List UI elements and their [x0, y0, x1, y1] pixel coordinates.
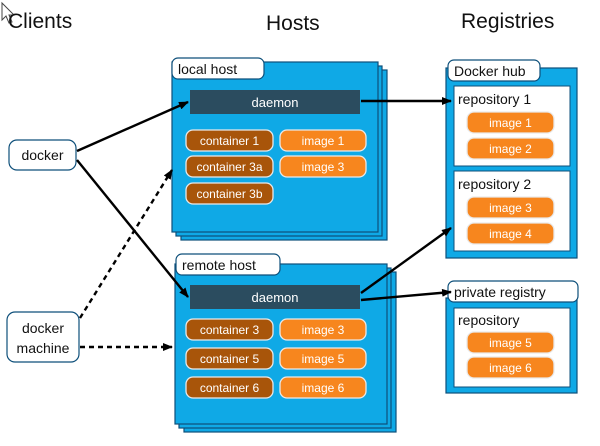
private-registry-label: private registry	[454, 284, 546, 300]
remote-container-6-label: container 6	[200, 381, 260, 395]
arrow-docker-to-local-daemon	[76, 100, 189, 153]
local-container-3a-label: container 3a	[196, 160, 262, 174]
local-image-1: image 1	[279, 129, 367, 152]
hub-image-1-label: image 1	[489, 116, 532, 130]
remote-image-3-label: image 3	[302, 323, 345, 337]
client-docker-machine-label-2: machine	[17, 340, 70, 356]
private-image-6-label: image 6	[489, 361, 532, 375]
client-docker-label: docker	[21, 147, 63, 163]
hub-image-3: image 3	[466, 196, 555, 219]
cursor-icon	[1, 1, 16, 24]
hub-image-4-label: image 4	[489, 227, 532, 241]
private-registry-label-tag: private registry	[447, 280, 579, 303]
local-container-1-label: container 1	[200, 134, 260, 148]
docker-hub-label-tag: Docker hub	[447, 59, 541, 82]
remote-image-3: image 3	[279, 318, 367, 341]
client-docker-machine: docker machine	[6, 311, 80, 363]
remote-container-3-label: container 3	[200, 323, 260, 337]
arrow-remote-daemon-to-private-registry	[360, 288, 452, 302]
local-daemon-label: daemon	[252, 95, 299, 110]
local-image-3-label: image 3	[302, 160, 345, 174]
client-docker: docker	[8, 139, 77, 171]
local-image-1-label: image 1	[302, 134, 345, 148]
private-image-6: image 6	[466, 356, 555, 379]
remote-container-5-label: container 5	[200, 352, 260, 366]
remote-daemon: daemon	[190, 285, 360, 309]
remote-image-5: image 5	[279, 347, 367, 370]
private-repository-label: repository	[458, 312, 519, 328]
local-container-1: container 1	[185, 129, 274, 152]
heading-hosts: Hosts	[266, 12, 320, 35]
repository-1-label: repository 1	[458, 91, 531, 107]
remote-container-3: container 3	[185, 318, 274, 341]
docker-hub-label: Docker hub	[454, 63, 526, 79]
client-docker-machine-label-1: docker	[22, 320, 64, 336]
remote-daemon-label: daemon	[252, 290, 299, 305]
local-host-label-tag: local host	[171, 57, 265, 80]
remote-container-6: container 6	[185, 376, 274, 399]
arrow-machine-to-local-host	[78, 169, 174, 319]
connectors	[76, 97, 452, 351]
repository-2-label: repository 2	[458, 176, 531, 192]
arrow-docker-to-remote-daemon	[76, 159, 189, 298]
remote-image-6-label: image 6	[302, 381, 345, 395]
local-daemon: daemon	[190, 90, 360, 114]
remote-host-label-tag: remote host	[175, 253, 281, 276]
hub-image-2: image 2	[466, 137, 555, 160]
hub-image-1: image 1	[466, 111, 555, 134]
remote-host-label: remote host	[182, 257, 256, 273]
heading-registries: Registries	[461, 10, 554, 33]
heading-clients: Clients	[8, 10, 72, 33]
hub-image-3-label: image 3	[489, 201, 532, 215]
private-image-5: image 5	[466, 331, 555, 354]
hub-image-2-label: image 2	[489, 142, 532, 156]
remote-container-5: container 5	[185, 347, 274, 370]
local-container-3a: container 3a	[185, 155, 274, 178]
hub-image-4: image 4	[466, 222, 555, 245]
private-image-5-label: image 5	[489, 336, 532, 350]
local-container-3b: container 3b	[185, 182, 274, 205]
local-image-3: image 3	[279, 155, 367, 178]
remote-image-6: image 6	[279, 376, 367, 399]
local-container-3b-label: container 3b	[196, 187, 262, 201]
arrow-remote-daemon-to-docker-hub	[360, 227, 452, 294]
remote-image-5-label: image 5	[302, 352, 345, 366]
local-host-label: local host	[178, 61, 237, 77]
